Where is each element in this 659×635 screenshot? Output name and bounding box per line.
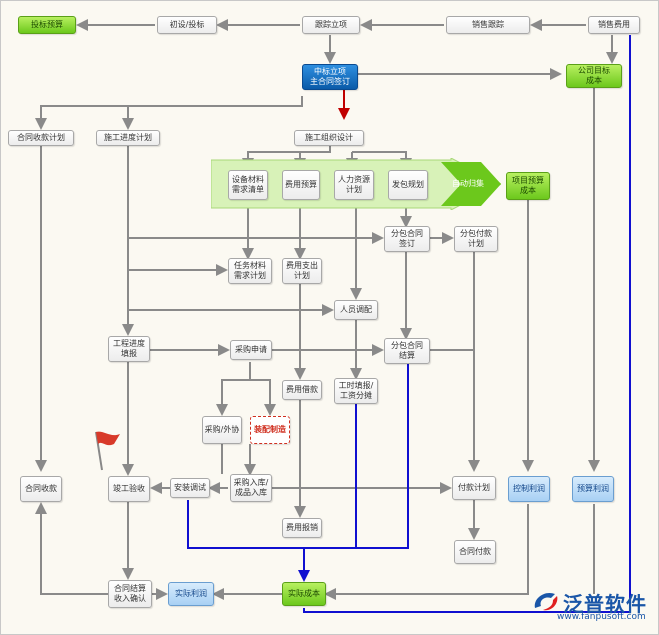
box-subcontract-settlement[interactable]: 分包合同 结算 [384,338,430,364]
box-actual-cost[interactable]: 实际成本 [282,582,326,606]
logo: 泛普软件 www.fanpusoft.com [527,586,655,626]
box-payment-plan[interactable]: 付款计划 [452,476,496,500]
box-cost-budget[interactable]: 费用预算 [282,170,320,200]
box-purchase-request[interactable]: 采购申请 [230,340,272,360]
logo-icon [534,592,558,611]
box-construction-schedule[interactable]: 施工进度计划 [96,130,160,146]
box-timesheet[interactable]: 工时填报/ 工资分摊 [334,378,378,404]
logo-name: 泛普软件 [563,592,647,616]
box-task-material-plan[interactable]: 任务材料 需求计划 [228,258,272,284]
box-actual-profit[interactable]: 实际利润 [168,582,214,606]
box-control-profit[interactable]: 控制利润 [508,476,550,502]
box-completion-acceptance[interactable]: 竣工验收 [108,476,150,502]
box-assembly-manufacture[interactable]: 装配制造 [250,416,290,444]
blue-line [303,35,631,613]
box-subcontract-payment-plan[interactable]: 分包付款 计划 [454,226,498,252]
box-contract-settlement[interactable]: 合同结算 收入确认 [108,580,152,608]
arrow-line [35,502,108,595]
logo-url: www.fanpusoft.com [557,612,646,622]
box-prelim-bid[interactable]: 初设/投标 [157,16,217,34]
box-sales-cost[interactable]: 销售费用 [588,16,640,34]
box-progress-report[interactable]: 工程进度 填报 [108,336,150,362]
arrow-line [35,96,303,130]
auto-summary-label: 自动归集 [452,179,484,188]
arrow-line [324,504,529,600]
box-expense-reimburse[interactable]: 费用报销 [282,518,322,538]
box-sales-track[interactable]: 销售跟踪 [446,16,530,34]
box-project-budget-cost[interactable]: 项目预算 成本 [506,172,550,200]
box-budget-profit[interactable]: 预算利润 [572,476,614,502]
box-subcontract-plan[interactable]: 发包规划 [388,170,428,200]
box-expense-loan[interactable]: 费用借款 [282,380,322,400]
blue-line [187,362,409,549]
box-purchase-outsource[interactable]: 采购/外协 [202,416,242,444]
box-purchase-warehouse[interactable]: 采购入库/ 成品入库 [230,474,272,502]
box-contract-receipt-plan[interactable]: 合同收款计划 [8,130,74,146]
box-subcontract-sign[interactable]: 分包合同 签订 [384,226,430,252]
flag-icon [95,431,120,471]
box-contract-payment[interactable]: 合同付款 [454,540,496,564]
box-contract-sign[interactable]: 中标立项 主合同签订 [302,64,358,90]
box-track-project[interactable]: 跟踪立项 [302,16,360,34]
arrow-line [216,362,251,416]
box-contract-receipt[interactable]: 合同收款 [20,476,62,502]
box-expense-plan[interactable]: 费用支出 计划 [282,258,322,284]
box-install-debug[interactable]: 安装调试 [170,478,210,498]
box-staff-allocation[interactable]: 人员调配 [334,300,378,320]
box-hr-plan[interactable]: 人力资源 计划 [334,170,374,200]
box-company-target-cost[interactable]: 公司目标 成本 [566,64,622,88]
arrow-line [250,379,276,416]
box-equipment-material-list[interactable]: 设备材料 需求清单 [228,170,268,200]
box-bid-budget[interactable]: 投标预算 [18,16,76,34]
box-construction-org-design[interactable]: 施工组织设计 [294,130,364,146]
